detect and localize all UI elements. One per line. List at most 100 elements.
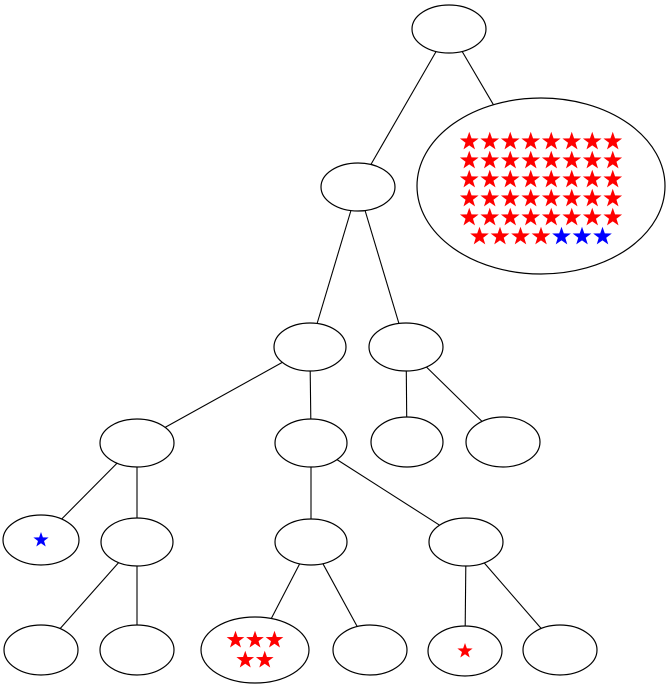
red-star-icon xyxy=(521,150,541,169)
tree-node-ellipse-stars5 xyxy=(200,616,310,684)
red-star-icon xyxy=(459,207,479,226)
red-star-icon xyxy=(500,207,520,226)
red-star-icon xyxy=(603,131,623,150)
red-star-icon xyxy=(541,188,561,207)
tree-node-ellipse-n1 xyxy=(320,162,396,212)
blue-star-icon xyxy=(572,226,592,245)
tree-node-ellipse-root xyxy=(411,4,487,54)
red-star-icon xyxy=(255,650,274,668)
tree-node-n1 xyxy=(320,162,396,212)
red-star-icon xyxy=(457,643,473,658)
tree-edge-n5-n10 xyxy=(336,459,440,526)
tree-edge-n9-leaf3 xyxy=(322,563,358,627)
red-star-icon xyxy=(582,131,602,150)
red-star-icon xyxy=(459,131,479,150)
red-star-icon xyxy=(236,650,255,668)
tree-node-star1blue xyxy=(2,514,80,566)
red-star-icon xyxy=(531,226,551,245)
tree-edge-n10-star1red xyxy=(464,565,467,627)
red-star-icon xyxy=(500,188,520,207)
tree-node-n3 xyxy=(368,322,444,372)
red-star-icon xyxy=(541,150,561,169)
tree-node-stars47 xyxy=(416,97,666,275)
tree-node-ellipse-n9 xyxy=(274,518,348,566)
tree-node-ellipse-n7 xyxy=(465,416,541,468)
tree-node-stars5 xyxy=(200,616,310,684)
tree-edge-n2-n4 xyxy=(164,361,283,428)
red-star-icon xyxy=(459,150,479,169)
red-star-icon xyxy=(562,150,582,169)
tree-node-ellipse-stars47 xyxy=(416,97,666,275)
tree-edge-n1-n2 xyxy=(316,210,352,324)
tree-node-n4 xyxy=(99,418,175,468)
tree-node-leaf2 xyxy=(99,624,175,676)
tree-node-ellipse-n2 xyxy=(273,322,347,372)
tree-edge-root-stars47 xyxy=(461,51,494,105)
tree-node-ellipse-n6 xyxy=(370,416,444,468)
red-star-icon xyxy=(521,188,541,207)
red-star-icon xyxy=(480,131,500,150)
tree-node-ellipse-n10 xyxy=(428,517,504,567)
red-star-icon xyxy=(459,188,479,207)
tree-node-n8 xyxy=(100,517,174,567)
red-star-icon xyxy=(459,169,479,188)
red-star-icon xyxy=(603,207,623,226)
red-star-icon xyxy=(500,131,520,150)
red-star-icon xyxy=(480,188,500,207)
red-star-icon xyxy=(582,169,602,188)
tree-edge-n2-n5 xyxy=(309,370,312,420)
tree-node-leaf1 xyxy=(3,624,79,676)
red-star-icon xyxy=(265,630,284,648)
red-star-icon xyxy=(562,131,582,150)
tree-node-n2 xyxy=(273,322,347,372)
tree-node-ellipse-n3 xyxy=(368,322,444,372)
red-star-icon xyxy=(246,630,264,648)
blue-star-icon xyxy=(33,532,49,547)
tree-node-leaf3 xyxy=(332,624,408,676)
red-star-icon xyxy=(603,169,623,188)
tree-node-ellipse-n5 xyxy=(274,418,348,468)
blue-star-icon xyxy=(552,226,571,245)
red-star-icon xyxy=(603,150,623,169)
tree-node-n5 xyxy=(274,418,348,468)
blue-star-icon xyxy=(593,226,612,245)
red-star-icon xyxy=(562,207,582,226)
red-star-icon xyxy=(562,169,582,188)
tree-node-ellipse-leaf1 xyxy=(3,624,79,676)
red-star-icon xyxy=(562,188,582,207)
tree-node-leaf4 xyxy=(522,624,598,676)
red-star-icon xyxy=(480,150,500,169)
tree-node-ellipse-leaf3 xyxy=(332,624,408,676)
red-star-icon xyxy=(490,226,510,245)
red-star-icon xyxy=(500,150,520,169)
red-star-icon xyxy=(603,188,623,207)
tree-node-ellipse-leaf4 xyxy=(522,624,598,676)
tree-edge-n8-leaf1 xyxy=(59,562,120,629)
tree-node-ellipse-n4 xyxy=(99,418,175,468)
red-star-icon xyxy=(541,169,561,188)
tree-node-ellipse-leaf2 xyxy=(99,624,175,676)
red-star-icon xyxy=(541,131,561,150)
tree-edge-n10-leaf4 xyxy=(483,562,542,629)
tree-node-ellipse-n8 xyxy=(100,517,174,567)
red-star-icon xyxy=(521,169,541,188)
tree-edge-n3-n7 xyxy=(426,366,483,422)
tree-edge-n9-stars5 xyxy=(270,563,301,619)
red-star-icon xyxy=(521,207,541,226)
tree-node-n10 xyxy=(428,517,504,567)
red-star-icon xyxy=(582,188,602,207)
red-star-icon xyxy=(480,169,500,188)
tree-node-n7 xyxy=(465,416,541,468)
red-star-icon xyxy=(511,226,530,245)
red-star-icon xyxy=(500,169,520,188)
red-star-icon xyxy=(470,226,489,245)
tree-node-root xyxy=(411,4,487,54)
tree-node-star1red xyxy=(427,625,503,677)
red-star-icon xyxy=(582,150,602,169)
tree-node-n6 xyxy=(370,416,444,468)
red-star-icon xyxy=(480,207,500,226)
tree-edge-root-n1 xyxy=(370,51,437,165)
tree-edge-n1-n3 xyxy=(364,210,400,324)
